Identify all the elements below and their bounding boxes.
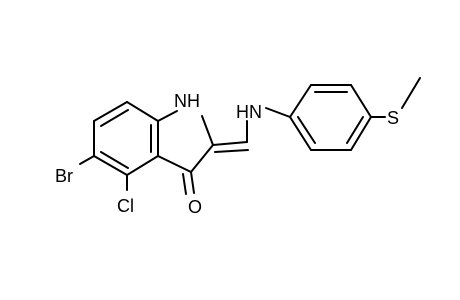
amine-hn-label: HN xyxy=(236,102,262,122)
exocyclic-double-bond xyxy=(212,120,249,153)
carbonyl-bond xyxy=(182,171,195,195)
phenyl-ring-bonds xyxy=(289,84,372,151)
amine-phenyl-bond xyxy=(265,107,291,118)
oxygen-label: O xyxy=(188,197,202,217)
benzene-ring-bonds xyxy=(93,101,159,176)
thioether-bonds xyxy=(370,77,421,118)
pyrrolone-ring-bonds xyxy=(157,110,214,173)
chlorine-label: Cl xyxy=(117,196,134,216)
c-br-bond xyxy=(79,155,95,165)
bromine-label: Br xyxy=(55,166,73,186)
ring-nh-label: NH xyxy=(174,91,200,111)
sulfur-label: S xyxy=(387,108,399,128)
